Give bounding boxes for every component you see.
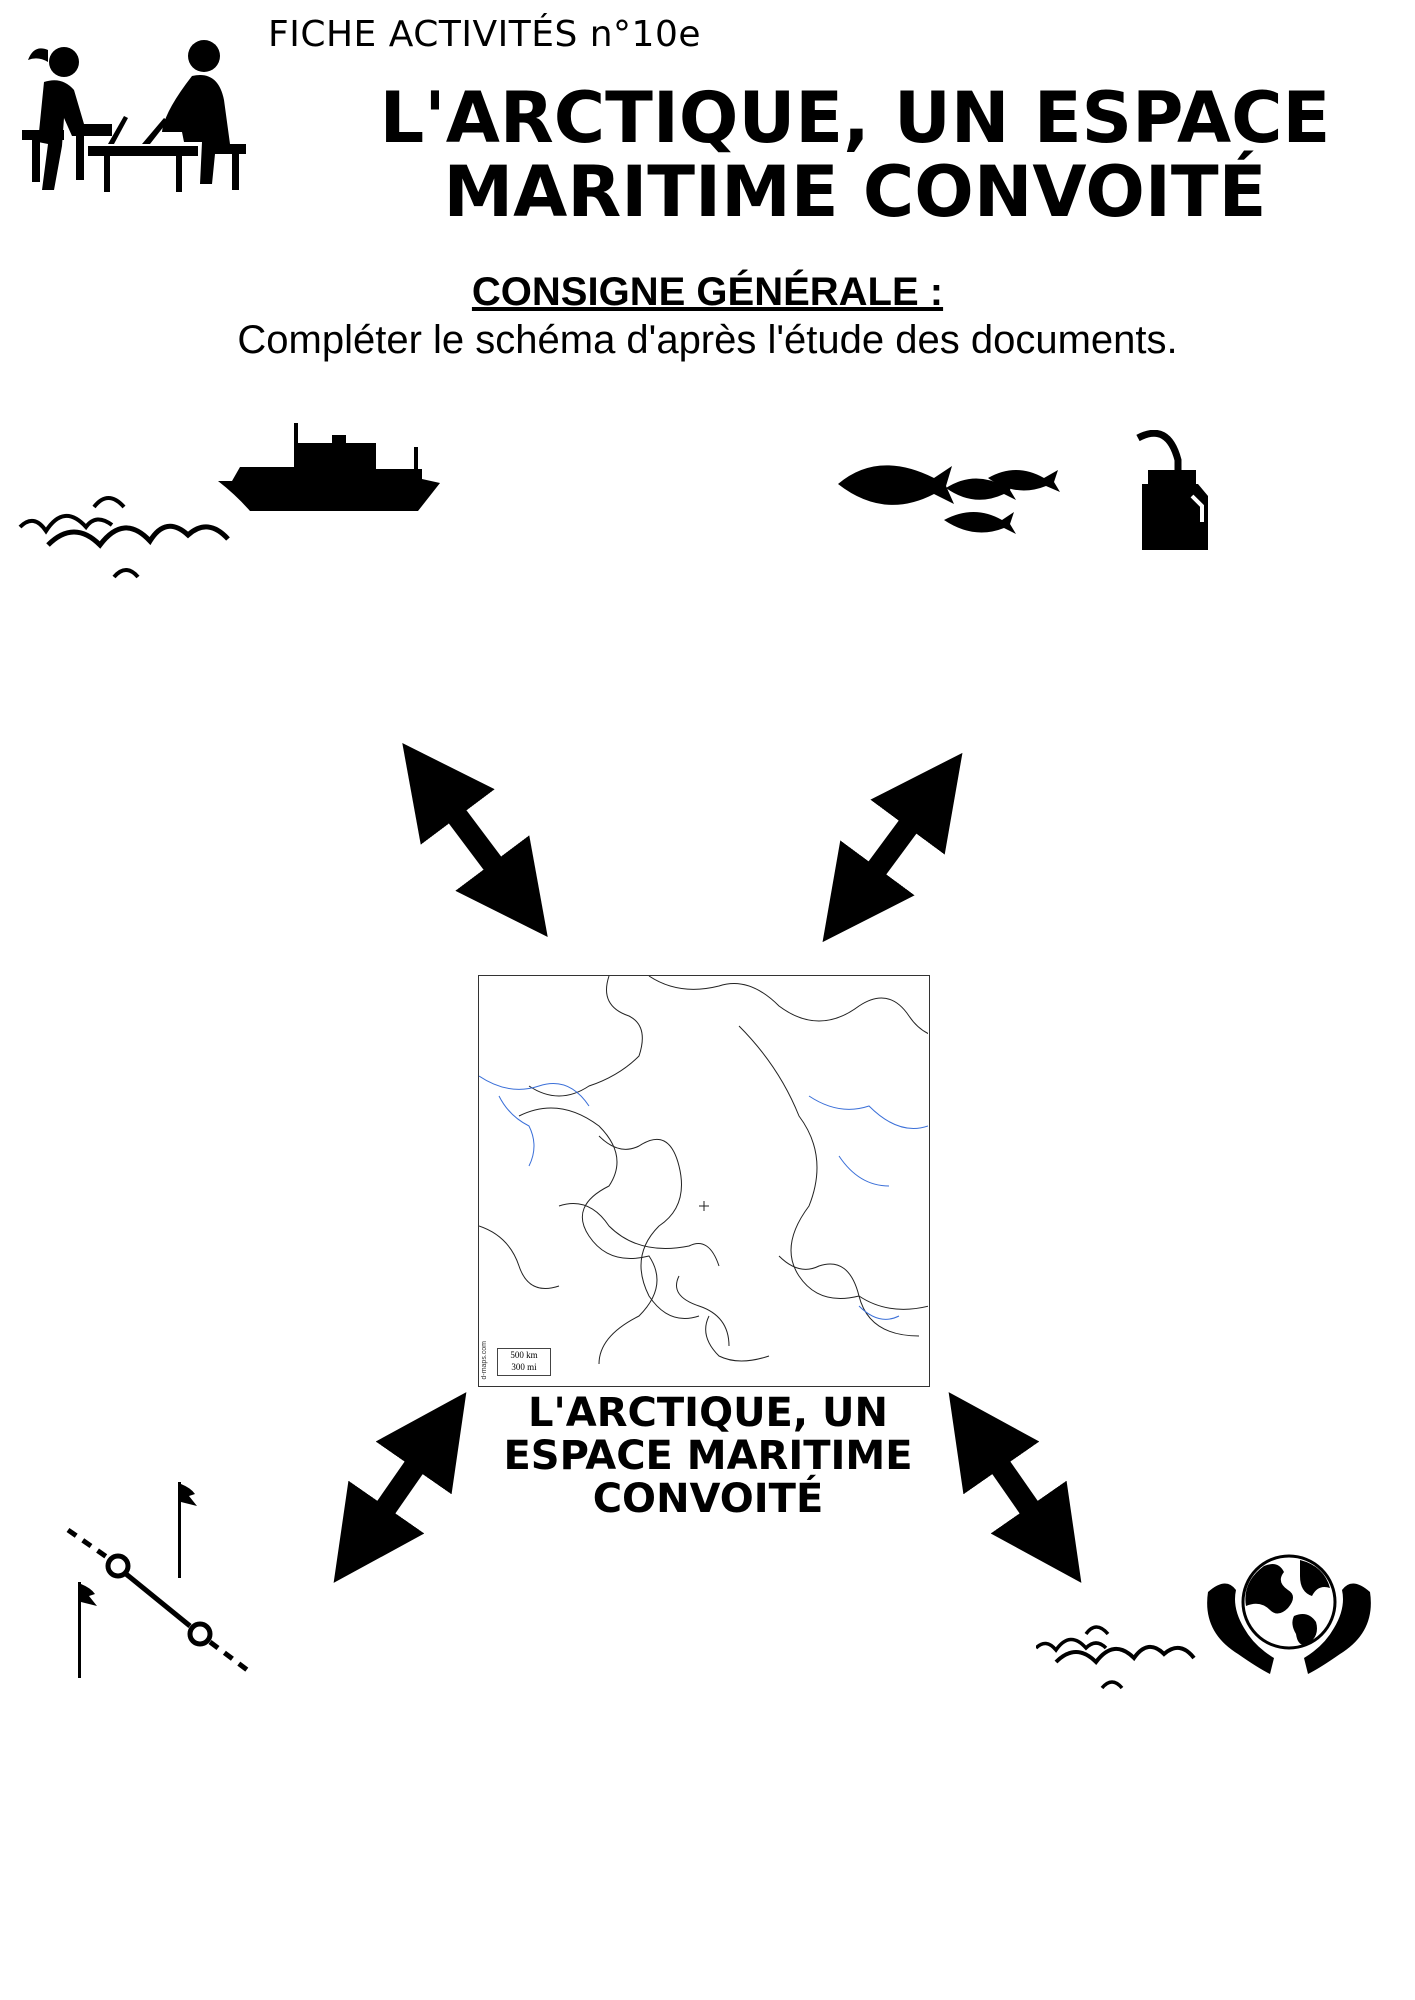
fish-icon [838,465,1060,534]
main-title: L'ARCTIQUE, UN ESPACE MARITIME CONVOITÉ [370,77,1340,233]
oil-can-icon [1136,430,1208,550]
consigne-heading: CONSIGNE GÉNÉRALE : [471,270,944,314]
double-arrow-icon [948,1392,1082,1583]
border-line-icon [66,1482,252,1678]
center-label: L'ARCTIQUE, UN ESPACE MARITIME CONVOITÉ [470,1390,946,1523]
title-line-1: L'ARCTIQUE, UN ESPACE [379,77,1331,159]
waves-icon [1036,1625,1196,1690]
double-arrow-icon [822,752,963,943]
map-scale-km: 500 km [510,1350,538,1360]
consigne-text: Compléter le schéma d'après l'étude des … [237,318,1178,362]
map-credit: d-maps.com [481,1341,488,1380]
waves-icon [18,496,230,579]
ship-icon [218,423,440,511]
title-line-2: MARITIME CONVOITÉ [443,150,1267,233]
double-arrow-icon [402,743,548,937]
students-working-icon [22,40,246,192]
arctic-map-outline [478,975,970,1365]
globe-in-hands-icon [1207,1554,1371,1674]
map-scale: 500 km 300 mi [497,1348,551,1376]
center-label-line-3: CONVOITÉ [592,1476,824,1523]
arctic-map: 500 km 300 mi d-maps.com [478,975,970,1387]
fiche-label: FICHE ACTIVITÉS n°10e [268,14,702,55]
flag-icon [178,1482,197,1578]
double-arrow-icon [333,1392,467,1583]
center-label-line-1: L'ARCTIQUE, UN [528,1390,888,1436]
flag-icon [78,1582,97,1678]
map-scale-mi: 300 mi [511,1362,537,1372]
center-label-line-2: ESPACE MARITIME [503,1433,913,1480]
